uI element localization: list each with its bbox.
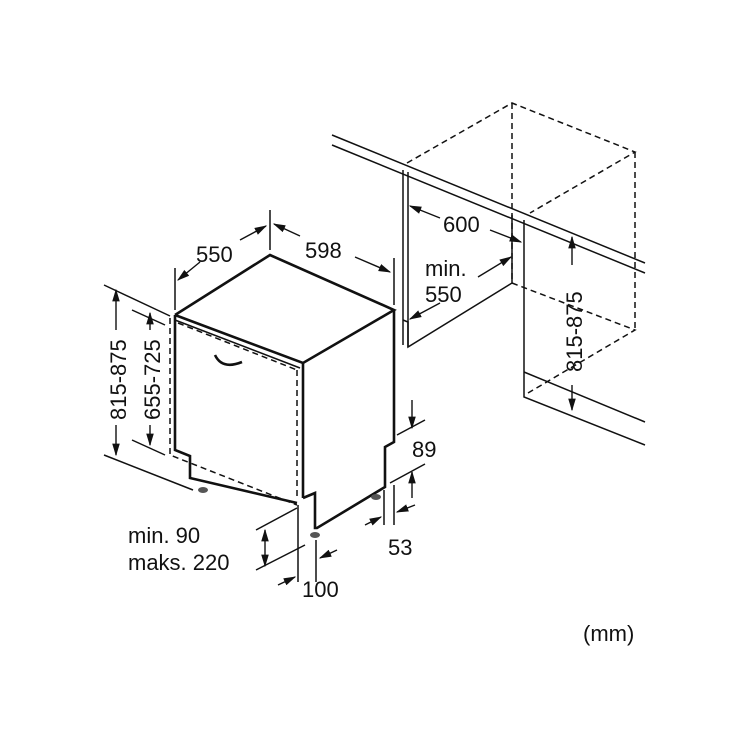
plinth-height-label: 89 — [412, 437, 436, 462]
foot-setback-label: 100 — [302, 577, 339, 602]
kitchen-niche — [331, 102, 646, 446]
foot-icon — [371, 494, 381, 500]
niche-width-label: 600 — [443, 212, 480, 237]
upper-dashed-outline — [406, 102, 637, 214]
foot-gap-max-label: maks. 220 — [128, 550, 230, 575]
door-handle-icon — [213, 354, 243, 367]
dimension-lines — [103, 205, 576, 586]
right-cabinet-front — [523, 220, 646, 446]
total-height-label: 815-875 — [106, 339, 131, 420]
dishwasher-body — [169, 253, 397, 538]
door-outline-dashed — [169, 318, 298, 506]
countertop-edge-bottom — [331, 144, 646, 274]
foot-icon — [310, 532, 320, 538]
door-height-label: 655-725 — [140, 339, 165, 420]
countertop-edge-top — [331, 134, 646, 264]
side-offset-label: 53 — [388, 535, 412, 560]
depth-label: 550 — [196, 242, 233, 267]
top-face — [174, 253, 397, 365]
unit-label: (mm) — [583, 621, 634, 646]
niche-height-label: 815-875 — [562, 291, 587, 372]
niche-depth-value: 550 — [425, 282, 462, 307]
front-face — [173, 315, 298, 505]
width-label: 598 — [305, 238, 342, 263]
foot-icon — [198, 487, 208, 493]
niche-depth-min-label: min. — [425, 256, 467, 281]
foot-gap-min-label: min. 90 — [128, 523, 200, 548]
side-face — [302, 310, 396, 530]
